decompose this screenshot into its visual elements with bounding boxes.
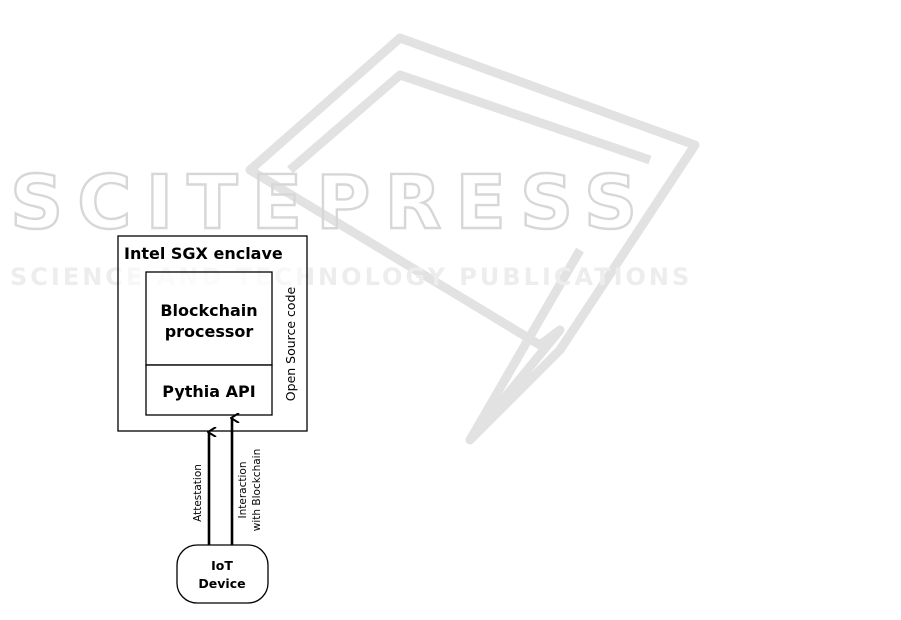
enclave-title: Intel SGX enclave xyxy=(124,244,283,263)
iot-device-line1: IoT xyxy=(211,558,233,573)
blockchain-processor-line1: Blockchain xyxy=(160,301,257,320)
open-source-label: Open Source code xyxy=(283,286,298,401)
interaction-label-line1: Interaction xyxy=(237,462,249,519)
iot-device-box xyxy=(177,545,268,603)
interaction-label-line2: with Blockchain xyxy=(251,449,263,531)
attestation-label: Attestation xyxy=(192,464,204,522)
pythia-api-label: Pythia API xyxy=(162,382,255,401)
iot-device-line2: Device xyxy=(198,576,245,591)
blockchain-processor-line2: processor xyxy=(165,322,254,341)
